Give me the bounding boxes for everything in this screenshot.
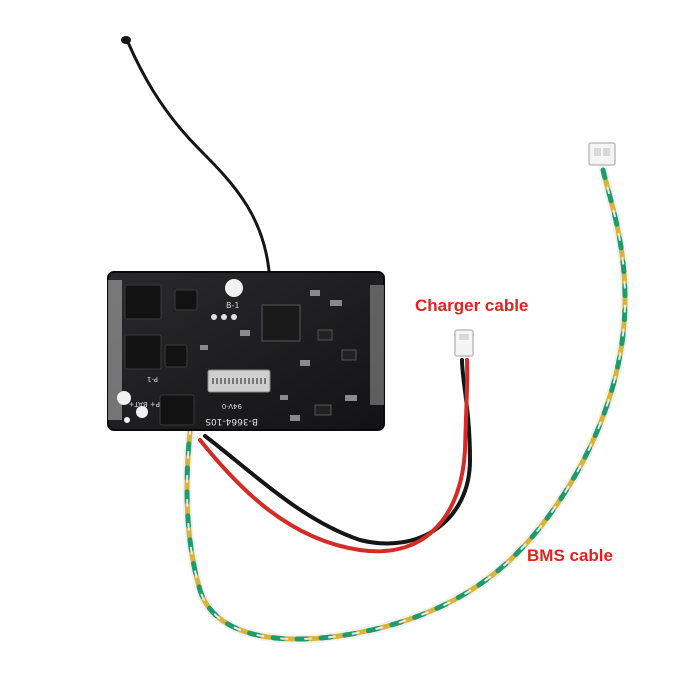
charger-connector	[454, 329, 474, 357]
board-marking-b-minus: B-1	[226, 301, 239, 310]
charger-cable-label: Charger cable	[415, 296, 529, 315]
antenna-icon	[121, 36, 273, 289]
bms-cable-label: BMS cable	[527, 546, 613, 565]
bms-connector	[588, 142, 616, 166]
pcb-board: B-1 P-1 P+ BAT+ B-3664-10S 94V-0	[107, 271, 385, 431]
board-marking-p-minus: P-1	[147, 375, 158, 383]
board-marking-p-plus-bat-plus: P+ BAT+	[128, 400, 160, 408]
charger-cable	[198, 358, 473, 554]
board-marking-rating: 94V-0	[222, 402, 242, 410]
bms-cable	[182, 165, 630, 644]
board-marking-part-number: B-3664-10S	[205, 416, 258, 426]
